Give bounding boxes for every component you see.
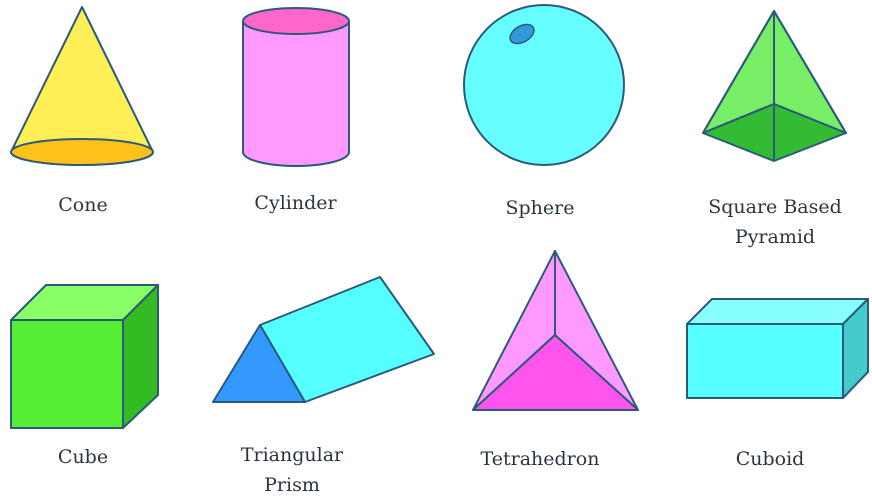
sphere-label: Sphere: [490, 193, 590, 223]
square-pyramid-label-line2: Pyramid: [685, 222, 865, 252]
cylinder-shape: [240, 4, 352, 170]
square-pyramid-shape: [700, 8, 850, 166]
cuboid-shape: [684, 296, 872, 402]
cuboid-label: Cuboid: [720, 444, 820, 474]
cylinder-top: [243, 8, 349, 34]
tetrahedron-shape: [470, 248, 642, 414]
triangular-prism-label-line2: Prism: [222, 470, 362, 500]
sphere-body: [464, 5, 624, 165]
cone-base: [11, 139, 153, 165]
cylinder-label: Cylinder: [243, 188, 348, 218]
cube-front: [11, 320, 123, 428]
cube-label: Cube: [33, 442, 133, 472]
sphere-shape: [460, 2, 630, 172]
cylinder-body: [243, 21, 349, 166]
cuboid-front: [687, 324, 843, 398]
tetrahedron-label: Tetrahedron: [460, 444, 620, 474]
triangular-prism-label-line1: Triangular: [222, 440, 362, 470]
square-pyramid-label-line1: Square Based: [685, 192, 865, 222]
triangular-prism-shape: [210, 274, 438, 408]
cone-shape: [8, 4, 158, 170]
cube-shape: [8, 282, 163, 432]
triangular-prism-label: Triangular Prism: [222, 440, 362, 500]
cuboid-top: [687, 299, 868, 324]
square-pyramid-label: Square Based Pyramid: [685, 192, 865, 252]
cone-label: Cone: [33, 190, 133, 220]
